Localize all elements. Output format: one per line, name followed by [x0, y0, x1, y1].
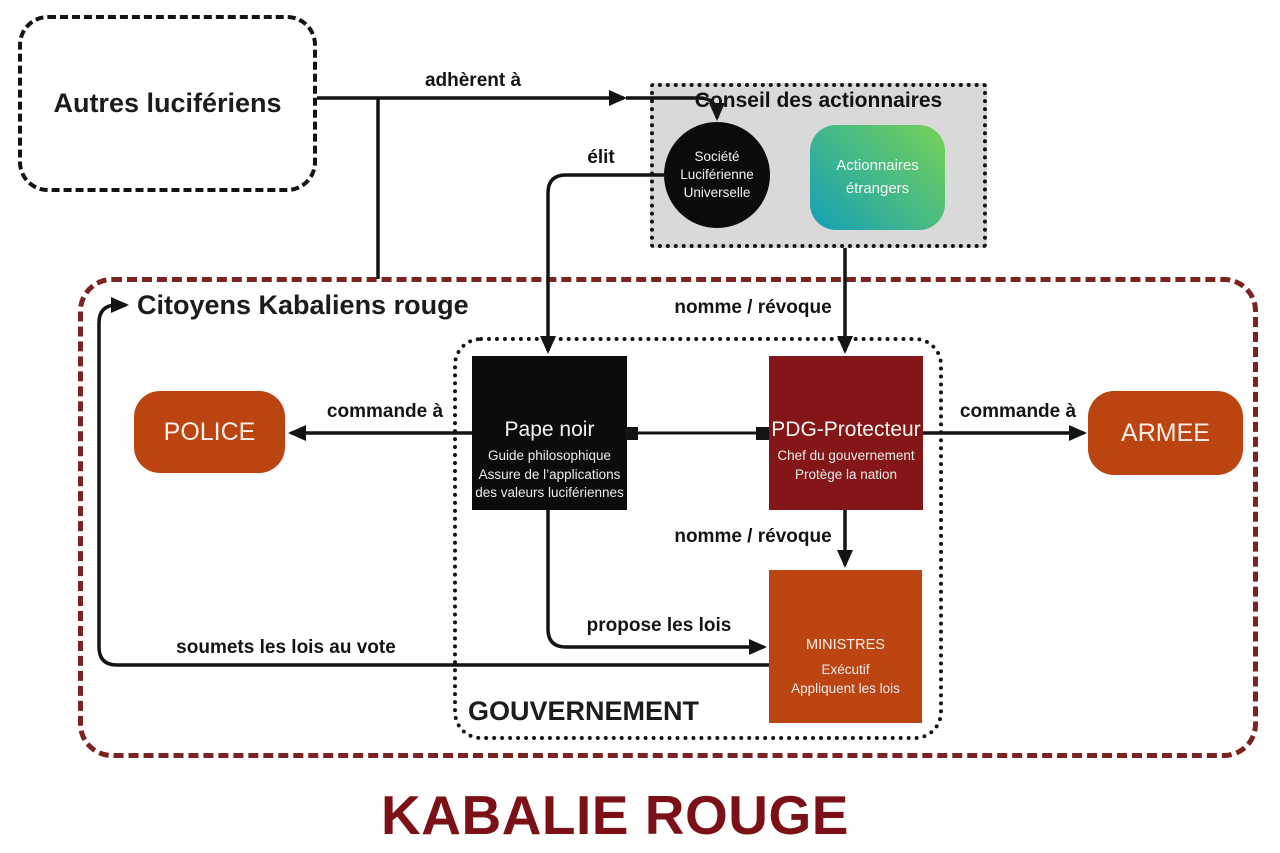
edge-label-elit: élit	[587, 147, 615, 168]
page-title: KABALIE ROUGE	[381, 784, 849, 846]
slu-line-3: Universelle	[683, 185, 751, 201]
edge-label-nomme-revoque-bas: nomme / révoque	[674, 526, 832, 547]
edge-label-adherent: adhèrent à	[424, 70, 522, 91]
pape-noir-sub-2: Assure de l’applications	[478, 466, 621, 482]
gouvernement-label: GOUVERNEMENT	[468, 696, 700, 726]
edge-label-nomme-revoque-haut: nomme / révoque	[674, 297, 832, 318]
ministres-sub-1: Exécutif	[821, 662, 870, 677]
node-societe-luciferienne-universelle: Société Luciférienne Universelle	[664, 122, 770, 228]
pape-noir-title: Pape noir	[504, 418, 595, 441]
slu-line-2: Luciférienne	[680, 166, 754, 182]
pdg-protecteur-sub-1: Chef du gouvernement	[777, 448, 915, 463]
node-pdg-protecteur: PDG-Protecteur Chef du gouvernement Prot…	[769, 356, 923, 510]
pape-noir-sub-3: des valeurs lucifériennes	[475, 485, 624, 501]
pdg-protecteur-sub-2: Protège la nation	[794, 466, 898, 482]
actionnaires-line-1: Actionnaires	[836, 157, 919, 174]
node-ministres: MINISTRES Exécutif Appliquent les lois	[769, 570, 922, 723]
pape-noir-sub-1: Guide philosophique	[487, 448, 612, 463]
actionnaires-line-2: étrangers	[845, 179, 910, 197]
node-police: POLICE	[134, 391, 285, 473]
edge-label-commande-police: commande à	[326, 401, 444, 422]
group-citoyens-kabaliens	[78, 277, 1258, 758]
node-pape-noir: Pape noir Guide philosophique Assure de …	[472, 356, 627, 510]
conseil-title: Conseil des actionnaires	[694, 89, 943, 112]
ministres-title: MINISTRES	[806, 637, 885, 653]
node-autres-luciferiens: Autres lucifériens	[18, 15, 317, 192]
node-armee: ARMEE	[1088, 391, 1243, 475]
police-label: POLICE	[163, 417, 256, 446]
armee-label: ARMEE	[1121, 418, 1210, 447]
citoyens-kabaliens-label: Citoyens Kabaliens rouge	[137, 290, 469, 320]
autres-luciferiens-label: Autres lucifériens	[53, 88, 282, 118]
edge-label-soumets-lois: soumets les lois au vote	[176, 637, 396, 658]
pdg-protecteur-title: PDG-Protecteur	[771, 418, 921, 441]
edge-label-propose-lois: propose les lois	[586, 615, 732, 636]
node-actionnaires-etrangers: Actionnaires étrangers	[810, 125, 945, 230]
edge-label-commande-armee: commande à	[959, 401, 1077, 422]
ministres-sub-2: Appliquent les lois	[791, 680, 900, 696]
slu-line-1: Société	[694, 148, 740, 164]
